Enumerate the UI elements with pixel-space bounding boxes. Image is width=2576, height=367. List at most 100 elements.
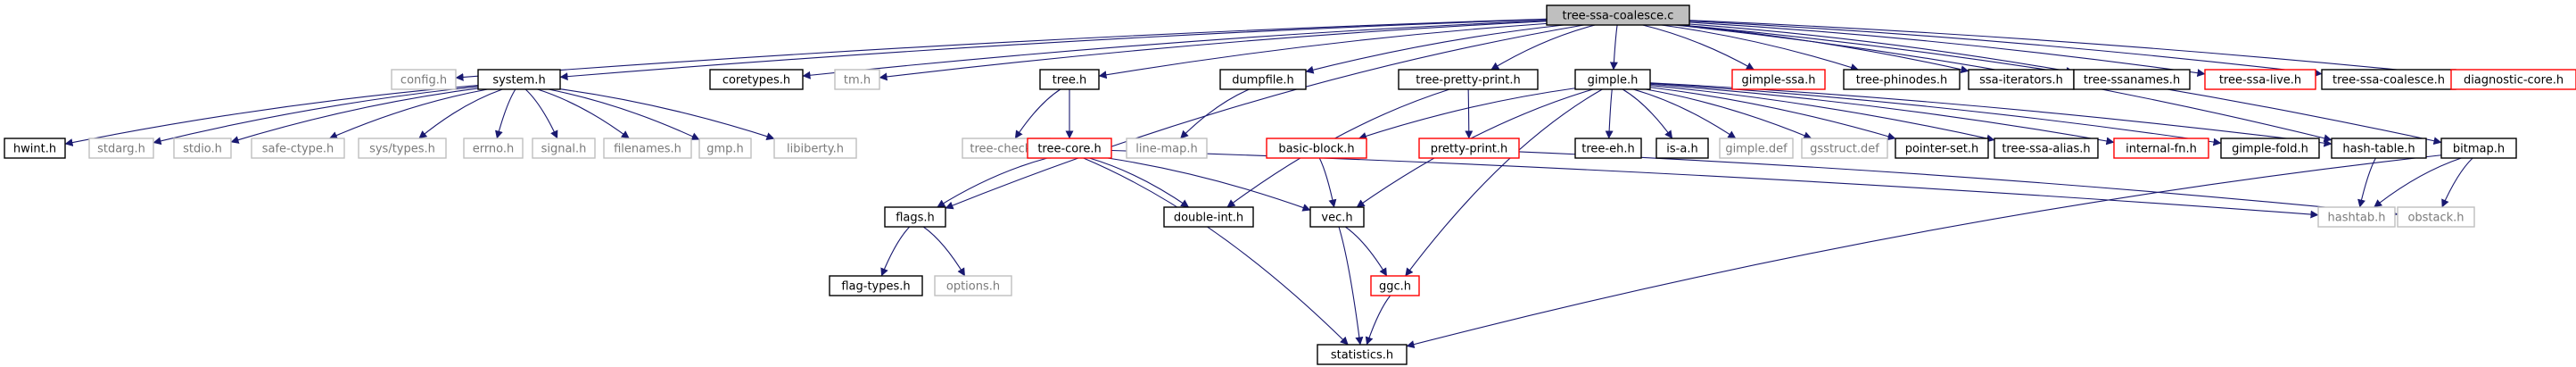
node-hashtab-h[interactable]: hashtab.h — [2317, 206, 2396, 228]
node-gimple-h[interactable]: gimple.h — [1574, 69, 1651, 90]
node-box-pointer-set-h — [1895, 138, 1989, 159]
node-vec-h[interactable]: vec.h — [1309, 206, 1365, 228]
node-hwint-h[interactable]: hwint.h — [4, 138, 66, 159]
node-sys-types-h[interactable]: sys/types.h — [358, 138, 447, 159]
node-bitmap-h[interactable]: bitmap.h — [2440, 138, 2517, 159]
node-label-double-int-h: double-int.h — [1174, 212, 1243, 225]
node-label-vec-h: vec.h — [1321, 212, 1352, 225]
node-coretypes-h[interactable]: coretypes.h — [709, 69, 804, 90]
node-safe-ctype-h[interactable]: safe-ctype.h — [251, 138, 345, 159]
node-statistics-h[interactable]: statistics.h — [1317, 344, 1408, 365]
edge-gimple-h-to-pointer-set-h — [1649, 87, 1896, 141]
node-filenames-h[interactable]: filenames.h — [603, 138, 692, 159]
node-gimple-fold-h[interactable]: gimple-fold.h — [2220, 138, 2320, 159]
node-label-tree-check-h: tree-check.h — [970, 143, 1042, 156]
edge-dumpfile-h-to-line-map-h — [1180, 88, 1250, 139]
edge-tree-ssa-coalesce-c-to-tree-h — [1098, 22, 1548, 79]
edge-gimple-h-to-internal-fn-h — [1649, 83, 2115, 146]
node-tree-ssa-alias-h[interactable]: tree-ssa-alias.h — [1994, 138, 2099, 159]
edge-tree-ssa-coalesce-c-to-tree-ssa-coalesce-h — [1688, 21, 2323, 78]
node-ggc-h[interactable]: ggc.h — [1370, 275, 1420, 296]
node-tree-ssanames-h[interactable]: tree-ssanames.h — [2073, 69, 2191, 90]
node-stdio-h[interactable]: stdio.h — [173, 138, 232, 159]
node-box-double-int-h — [1163, 206, 1254, 228]
node-tree-pretty-print-h[interactable]: tree-pretty-print.h — [1398, 69, 1539, 90]
edge-tree-ssa-coalesce-c-to-gimple-h — [1609, 24, 1618, 71]
node-double-int-h[interactable]: double-int.h — [1163, 206, 1254, 228]
edge-system-h-to-stdarg-h — [153, 86, 479, 146]
node-options-h[interactable]: options.h — [934, 275, 1012, 296]
node-label-internal-fn-h: internal-fn.h — [2126, 143, 2197, 156]
node-tree-phinodes-h[interactable]: tree-phinodes.h — [1843, 69, 1961, 90]
node-box-statistics-h — [1317, 344, 1408, 365]
node-label-is-a-h: is-a.h — [1666, 143, 1697, 156]
edge-tree-ssa-coalesce-c-to-coretypes-h — [802, 20, 1548, 79]
node-tree-ssa-coalesce-h[interactable]: tree-ssa-coalesce.h — [2321, 69, 2456, 90]
edge-tree-core-h-to-hashtab-h — [1110, 149, 2319, 219]
edge-gimple-h-to-vec-h — [1356, 88, 1594, 208]
node-is-a-h[interactable]: is-a.h — [1655, 138, 1709, 159]
node-label-line-map-h: line-map.h — [1135, 143, 1197, 156]
node-hash-table-h[interactable]: hash-table.h — [2331, 138, 2427, 159]
edge-tree-ssa-coalesce-c-to-tree-phinodes-h — [1661, 24, 1859, 71]
edge-gimple-h-to-tree-ssa-alias-h — [1649, 85, 1995, 143]
node-signal-h[interactable]: signal.h — [532, 138, 596, 159]
node-label-basic-block-h: basic-block.h — [1278, 143, 1354, 156]
node-errno-h[interactable]: errno.h — [463, 138, 524, 159]
edge-system-h-to-libiberty-h — [559, 88, 775, 140]
node-internal-fn-h[interactable]: internal-fn.h — [2113, 138, 2209, 159]
edge-hash-table-h-to-hashtab-h — [2357, 157, 2376, 208]
node-basic-block-h[interactable]: basic-block.h — [1266, 138, 1367, 159]
node-label-gimple-def: gimple.def — [1725, 143, 1788, 156]
node-box-tm-h — [834, 69, 880, 90]
node-label-tree-ssa-alias-h: tree-ssa-alias.h — [2002, 143, 2090, 156]
node-libiberty-h[interactable]: libiberty.h — [773, 138, 857, 159]
node-box-hashtab-h — [2317, 206, 2396, 228]
edge-tree-ssa-coalesce-c-to-tree-ssa-live-h — [1688, 21, 2206, 78]
node-box-bitmap-h — [2440, 138, 2517, 159]
node-pretty-print-h[interactable]: pretty-print.h — [1418, 138, 1520, 159]
node-box-tree-eh-h — [1574, 138, 1642, 159]
node-box-options-h — [934, 275, 1012, 296]
node-flag-types-h[interactable]: flag-types.h — [829, 275, 923, 296]
edge-vec-h-to-ggc-h — [1344, 226, 1388, 277]
node-gsstruct-def[interactable]: gsstruct.def — [1801, 138, 1888, 159]
node-box-tree-ssa-live-h — [2204, 69, 2316, 90]
node-label-tree-ssa-coalesce-c: tree-ssa-coalesce.c — [1563, 10, 1674, 23]
node-box-internal-fn-h — [2113, 138, 2209, 159]
node-gimple-def[interactable]: gimple.def — [1719, 138, 1794, 159]
node-flags-h[interactable]: flags.h — [884, 206, 946, 228]
node-label-stdarg-h: stdarg.h — [97, 143, 145, 156]
node-system-h[interactable]: system.h — [477, 69, 561, 90]
node-gimple-ssa-h[interactable]: gimple-ssa.h — [1731, 69, 1826, 90]
node-box-gimple-fold-h — [2220, 138, 2320, 159]
node-box-tree-pretty-print-h — [1398, 69, 1539, 90]
node-label-system-h: system.h — [492, 74, 545, 88]
node-gmp-h[interactable]: gmp.h — [698, 138, 752, 159]
node-label-gimple-fold-h: gimple-fold.h — [2232, 143, 2308, 156]
node-tm-h[interactable]: tm.h — [834, 69, 880, 90]
node-dumpfile-h[interactable]: dumpfile.h — [1219, 69, 1307, 90]
node-stdarg-h[interactable]: stdarg.h — [88, 138, 154, 159]
node-box-safe-ctype-h — [251, 138, 345, 159]
node-tree-core-h[interactable]: tree-core.h — [1027, 138, 1112, 159]
node-tree-ssa-coalesce-c[interactable]: tree-ssa-coalesce.c — [1546, 4, 1690, 26]
node-pointer-set-h[interactable]: pointer-set.h — [1895, 138, 1989, 159]
node-diagnostic-core-h[interactable]: diagnostic-core.h — [2450, 69, 2576, 90]
node-box-tree-ssa-coalesce-c — [1546, 4, 1690, 26]
node-obstack-h[interactable]: obstack.h — [2397, 206, 2475, 228]
node-label-ssa-iterators-h: ssa-iterators.h — [1979, 74, 2063, 88]
edge-tree-core-h-to-flags-h — [937, 157, 1048, 208]
node-label-hash-table-h: hash-table.h — [2342, 143, 2415, 156]
node-tree-ssa-live-h[interactable]: tree-ssa-live.h — [2204, 69, 2316, 90]
node-config-h[interactable]: config.h — [391, 69, 457, 90]
edge-system-h-to-filenames-h — [537, 88, 630, 139]
node-tree-h[interactable]: tree.h — [1039, 69, 1100, 90]
node-box-libiberty-h — [773, 138, 857, 159]
node-box-tree-ssanames-h — [2073, 69, 2191, 90]
node-ssa-iterators-h[interactable]: ssa-iterators.h — [1968, 69, 2075, 90]
node-tree-eh-h[interactable]: tree-eh.h — [1574, 138, 1642, 159]
node-label-filenames-h: filenames.h — [614, 143, 681, 156]
node-box-diagnostic-core-h — [2450, 69, 2576, 90]
node-line-map-h[interactable]: line-map.h — [1126, 138, 1208, 159]
